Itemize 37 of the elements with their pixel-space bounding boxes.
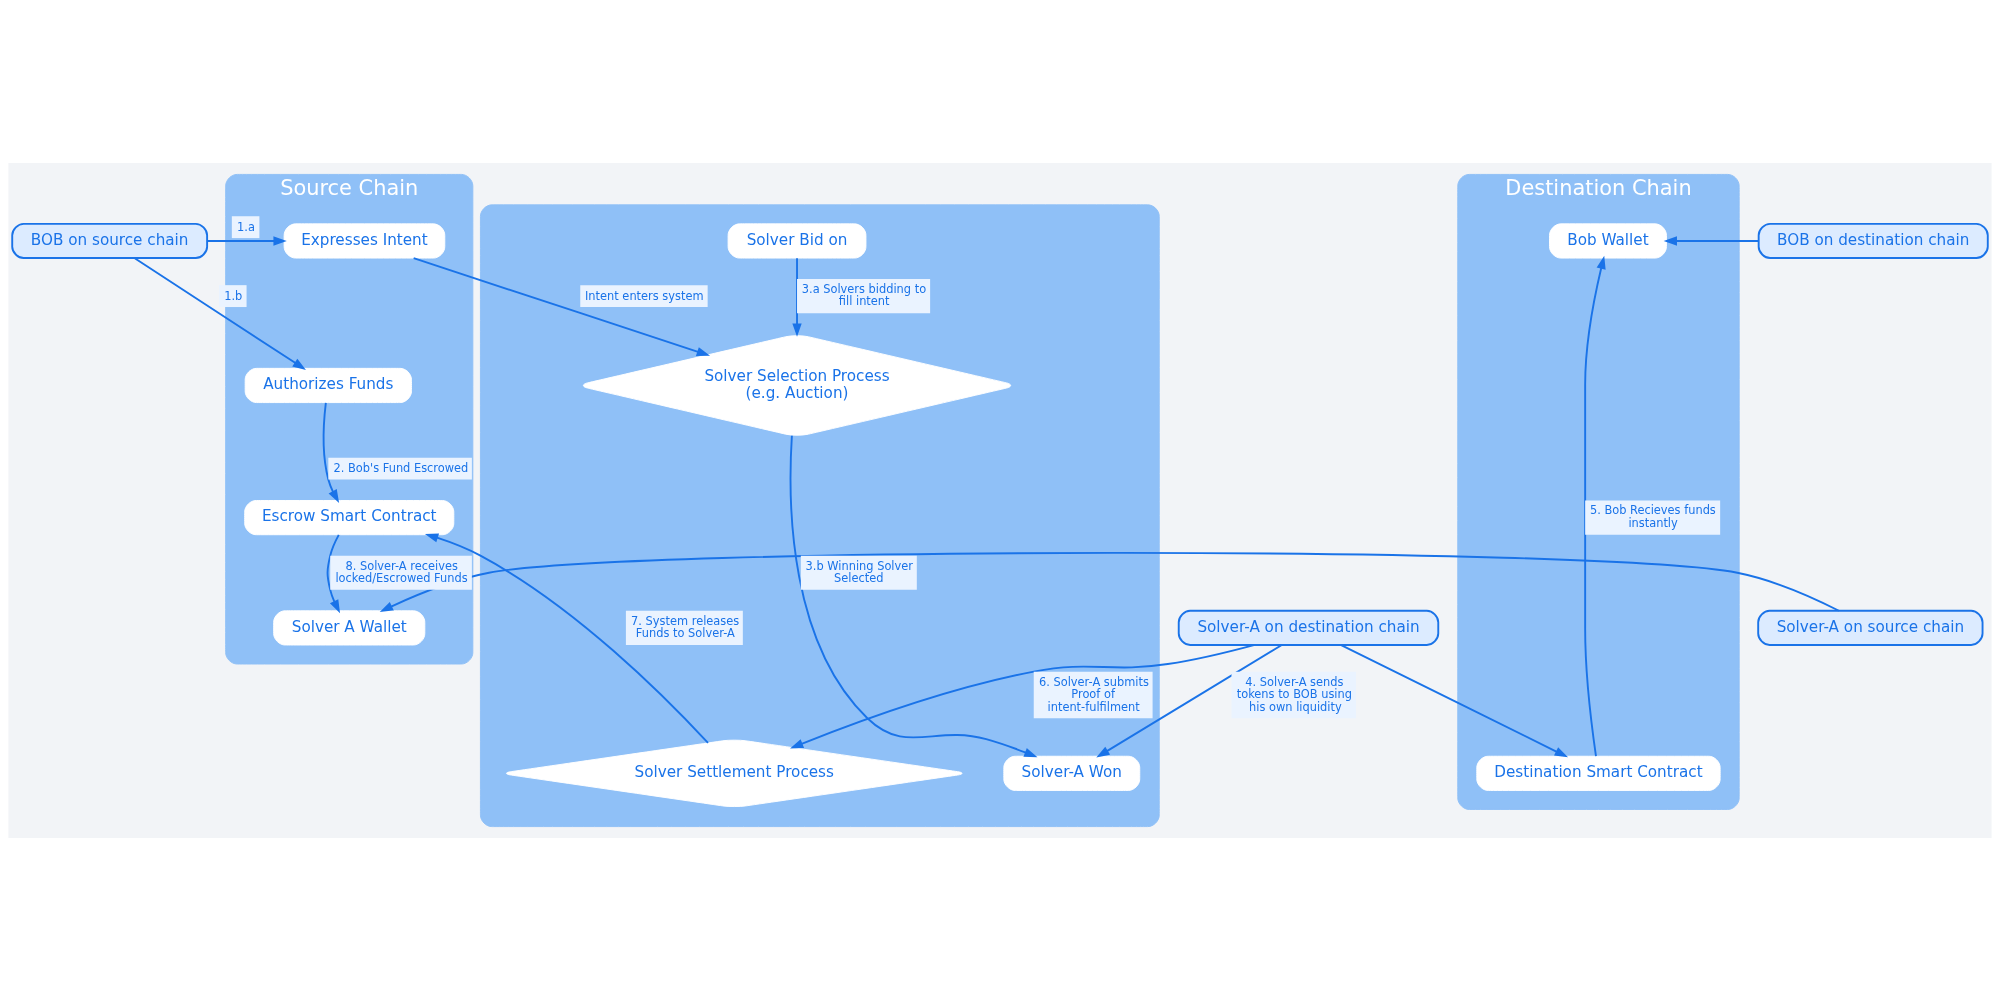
- node-box: Destination Smart Contract: [1476, 755, 1721, 791]
- arrow: [322, 401, 340, 503]
- edge-label: 6. Solver-A submits Proof of intent-fulfilment: [1038, 674, 1149, 714]
- node-box: BOB on source chain: [11, 222, 209, 259]
- arrow: [1584, 255, 1606, 757]
- edge-label: 7. System releases Funds to Solver-A: [631, 613, 740, 640]
- edge-label: 3.b Winning Solver Selected: [805, 558, 913, 585]
- edge-label: 4. Solver-A sends tokens to BOB using his own liquidity: [1236, 674, 1352, 714]
- edge-label: Intent enters system: [585, 288, 704, 303]
- edge-label: 1.b: [224, 288, 243, 303]
- edge-label: 1.a: [237, 219, 255, 234]
- node-box: Solver A Wallet: [273, 609, 426, 645]
- arrow: [790, 643, 1255, 749]
- arrow: [1663, 235, 1760, 246]
- edge-label: 8. Solver-A receives locked/Escrowed Funds: [335, 558, 468, 585]
- edge-label: 3.a Solvers bidding to fill intent: [801, 281, 927, 308]
- arrow: [792, 256, 802, 337]
- arrow: [133, 256, 306, 370]
- arrow: [379, 551, 1840, 612]
- node-box: Solver-A Won: [1003, 755, 1141, 791]
- edge-label: 2. Bob's Fund Escrowed: [333, 460, 469, 475]
- node-box: Solver-A on source chain: [1757, 609, 1984, 646]
- node-box: BOB on destination chain: [1757, 222, 1989, 259]
- arrow: [1340, 643, 1568, 757]
- node-box: Expresses Intent: [283, 222, 446, 259]
- arrow: [789, 434, 1038, 757]
- arrow: [206, 235, 287, 246]
- node-box: Authorizes Funds: [244, 367, 412, 403]
- node-box: Escrow Smart Contract: [244, 499, 455, 535]
- arrow: [1096, 643, 1283, 758]
- arrow: [326, 533, 341, 613]
- cluster: [479, 203, 1160, 827]
- node-box: Bob Wallet: [1549, 222, 1667, 259]
- node-box: Solver-A on destination chain: [1177, 609, 1440, 646]
- node-box: Solver Bid on: [727, 222, 867, 259]
- edge-label: 5. Bob Recieves funds instantly: [1589, 502, 1716, 530]
- arrow: [424, 532, 709, 744]
